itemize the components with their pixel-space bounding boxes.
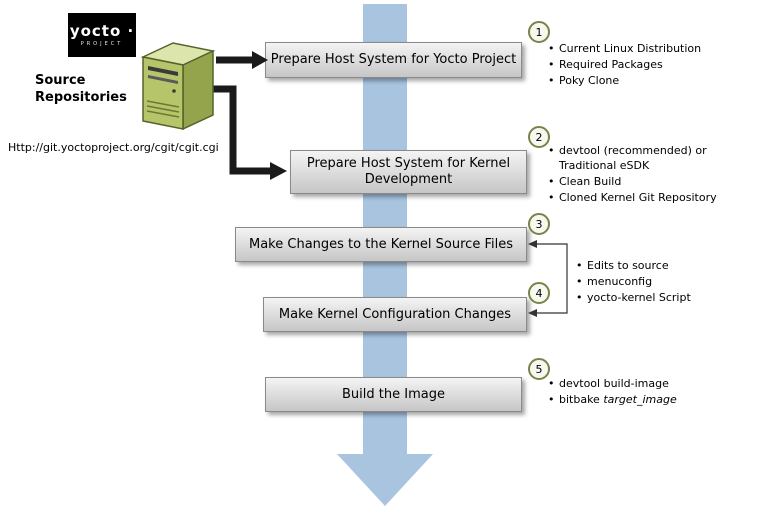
list-item: Current Linux Distribution xyxy=(548,41,758,56)
step-number-badge-5: 5 xyxy=(528,358,550,380)
list-item: yocto-kernel Script xyxy=(576,290,746,305)
step-box-label: Make Changes to the Kernel Source Files xyxy=(249,236,513,252)
arrow-source-to-step2 xyxy=(212,85,287,180)
step-box-prepare-host-kernel: Prepare Host System for Kernel Developme… xyxy=(290,150,527,194)
source-repositories-url: Http://git.yoctoproject.org/cgit/cgit.cg… xyxy=(8,141,219,154)
list-item: Cloned Kernel Git Repository xyxy=(548,190,723,205)
list-item: Edits to source xyxy=(576,258,746,273)
bullet-list-step1: Current Linux Distribution Required Pack… xyxy=(548,41,758,89)
flow-arrow-head xyxy=(337,454,433,506)
bullet-list-step5: devtool build-image bitbake target_image xyxy=(548,376,748,408)
step-box-label: Prepare Host System for Kernel Developme… xyxy=(306,156,511,187)
step-box-label: Make Kernel Configuration Changes xyxy=(278,306,512,322)
step-number-badge-3: 3 xyxy=(528,213,550,235)
step-box-make-config-changes: Make Kernel Configuration Changes xyxy=(263,297,527,332)
connector-steps3-4-bracket xyxy=(528,240,568,317)
step-number-badge-2: 2 xyxy=(528,126,550,148)
list-item: bitbake target_image xyxy=(548,392,748,407)
list-item: devtool (recommended) or Traditional eSD… xyxy=(548,143,723,173)
step-box-build-image: Build the Image xyxy=(265,377,522,412)
list-item: menuconfig xyxy=(576,274,746,289)
yocto-logo: yocto · PROJECT xyxy=(68,13,136,57)
italic-term: target_image xyxy=(603,393,677,406)
step-number-badge-1: 1 xyxy=(528,21,550,43)
step-box-prepare-host-yocto: Prepare Host System for Yocto Project xyxy=(265,42,522,78)
bullet-list-step2: devtool (recommended) or Traditional eSD… xyxy=(548,143,723,206)
yocto-logo-subtitle: PROJECT xyxy=(80,41,124,47)
step-box-label: Prepare Host System for Yocto Project xyxy=(270,52,517,67)
source-repositories-label: Source Repositories xyxy=(35,73,127,105)
step-box-make-source-changes: Make Changes to the Kernel Source Files xyxy=(235,227,527,262)
list-item: Clean Build xyxy=(548,174,723,189)
bullet-list-steps3-4: Edits to source menuconfig yocto-kernel … xyxy=(576,258,746,306)
step-box-label: Build the Image xyxy=(342,386,445,402)
yocto-logo-name: yocto · xyxy=(69,22,135,40)
arrow-source-to-step1 xyxy=(216,51,268,69)
list-item: devtool build-image xyxy=(548,376,748,391)
server-icon xyxy=(140,42,216,131)
step-number-badge-4: 4 xyxy=(528,282,550,304)
list-item: Poky Clone xyxy=(548,73,758,88)
list-item: Required Packages xyxy=(548,57,758,72)
